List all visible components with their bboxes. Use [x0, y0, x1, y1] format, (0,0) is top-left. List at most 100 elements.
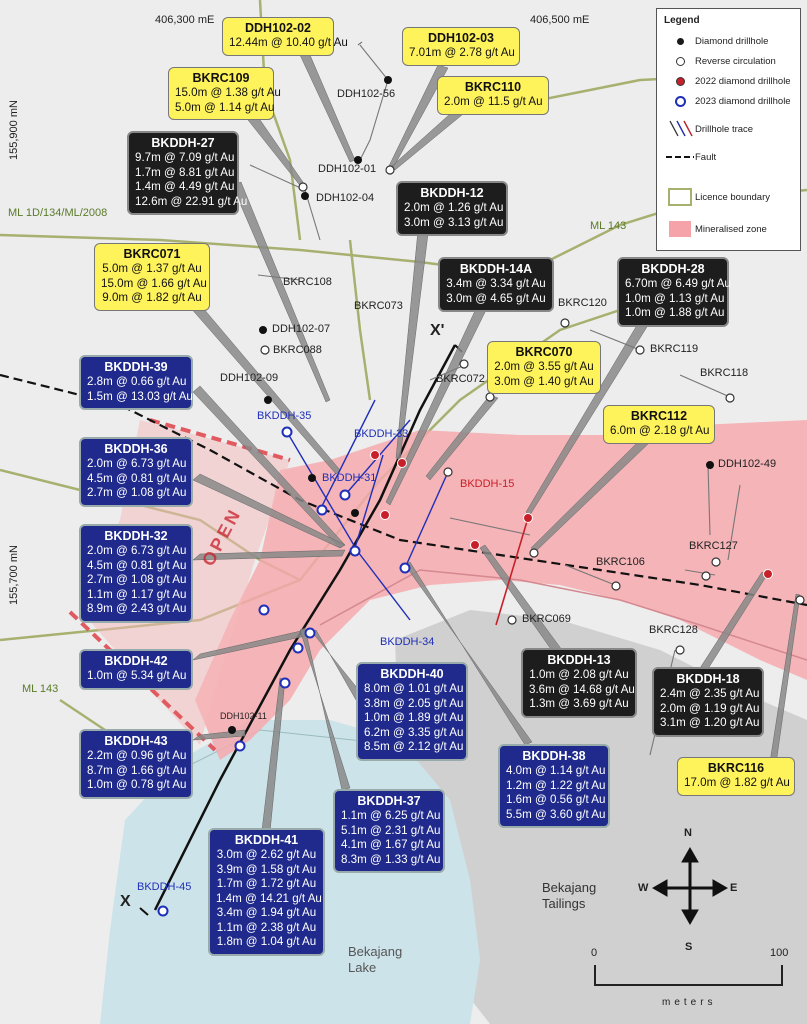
callout-intercept: 2.7m @ 1.08 g/t Au: [87, 486, 187, 499]
callout-title: BKDDH-41: [234, 833, 299, 847]
fault-line: [0, 373, 807, 607]
callout-intercept: 2.8m @ 0.66 g/t Au: [87, 375, 187, 388]
callout-title: BKDDH-14A: [459, 262, 533, 276]
callout-intercept: 3.0m @ 3.13 g/t Au: [404, 215, 504, 229]
callout-intercept: 3.4m @ 3.34 g/t Au: [446, 277, 546, 290]
hole-label: DDH102-56: [337, 88, 396, 100]
place-lake: Bekajang Lake: [348, 944, 403, 975]
grid-label-n-top: 155,900 mN: [8, 100, 20, 160]
callout-intercept: 7.01m @ 2.78 g/t Au: [409, 46, 515, 59]
hole-label-2023: BKDDH-33: [354, 428, 409, 440]
legend-item-fault: Fault: [665, 149, 716, 165]
legend-label: Reverse circulation: [695, 55, 776, 67]
callout-intercept: 6.70m @ 6.49 g/t Au: [625, 277, 731, 290]
east-label: E: [730, 882, 738, 894]
callout-intercept: 1.3m @ 3.69 g/t Au: [529, 697, 629, 710]
callout-intercept: 1.0m @ 2.08 g/t Au: [529, 668, 629, 681]
callout-intercept: 17.0m @ 1.82 g/t Au: [684, 776, 790, 789]
hole-label-2022: BKDDH-15: [460, 478, 515, 490]
hole-label: BKRC118: [700, 367, 749, 379]
west-label: W: [638, 882, 649, 894]
mineralised-zone: [195, 420, 807, 760]
callout-title: BKRC109: [192, 71, 250, 85]
callout-intercept: 3.6m @ 14.68 g/t Au: [529, 682, 635, 696]
north-label: N: [684, 827, 692, 839]
legend-label: Diamond drillhole: [695, 35, 769, 47]
callout-title: BKRC112: [630, 409, 688, 423]
callout-title: BKRC116: [707, 761, 765, 775]
callout-intercept: 1.0m @ 0.78 g/t Au: [87, 778, 187, 791]
callout-intercept: 9.7m @ 7.09 g/t Au: [135, 151, 235, 164]
callout-intercept: 3.1m @ 1.20 g/t Au: [660, 716, 760, 729]
hole-label-2023: BKDDH-31: [322, 472, 377, 484]
callout-title: DDH102-03: [427, 31, 494, 45]
callout-intercept: 1.5m @ 13.03 g/t Au: [87, 389, 193, 403]
legend-dot-icon: [675, 56, 685, 66]
callout-intercept: 2.0m @ 1.26 g/t Au: [404, 201, 504, 214]
callout-intercept: 8.5m @ 2.12 g/t Au: [364, 740, 464, 753]
callout-intercept: 5.1m @ 2.31 g/t Au: [341, 823, 441, 837]
callout-intercept: 1.1m @ 1.17 g/t Au: [87, 587, 187, 601]
callout-intercept: 8.3m @ 1.33 g/t Au: [341, 852, 441, 866]
callout-intercept: 12.44m @ 10.40 g/t Au: [229, 36, 348, 49]
scale-end: 100: [770, 947, 789, 959]
section-line: [153, 344, 457, 911]
hole-label-2023: BKDDH-45: [137, 881, 192, 893]
hole-label: DDH102-01: [318, 163, 377, 175]
hole-label: BKRC120: [558, 297, 607, 309]
callout-intercept: 3.8m @ 2.05 g/t Au: [364, 696, 464, 710]
callout-intercept: 2.0m @ 6.73 g/t Au: [87, 457, 187, 470]
licence-label-ml143-east: ML 143: [590, 220, 627, 232]
callout-intercept: 1.2m @ 1.22 g/t Au: [506, 778, 606, 792]
callout-intercept: 1.7m @ 8.81 g/t Au: [135, 165, 235, 179]
callout-title: BKDDH-18: [676, 672, 740, 686]
callout-intercept: 2.4m @ 2.35 g/t Au: [660, 687, 760, 700]
callout-intercept: 1.4m @ 4.49 g/t Au: [135, 180, 235, 193]
callout-intercept: 4.5m @ 0.81 g/t Au: [87, 558, 187, 572]
collars-2022: [370, 450, 773, 579]
callout-intercept: 2.0m @ 6.73 g/t Au: [87, 544, 187, 557]
hole-label: BKRC073: [354, 300, 403, 312]
callout-title: DDH102-02: [244, 21, 311, 35]
callout-title: BKRC070: [515, 345, 573, 359]
callout-intercept: 1.0m @ 1.13 g/t Au: [625, 291, 725, 305]
callout-title: BKDDH-27: [151, 136, 215, 150]
callout-intercept: 2.0m @ 3.55 g/t Au: [494, 360, 594, 373]
zone-inner-boundary: [319, 569, 807, 661]
callout-intercept: 8.7m @ 1.66 g/t Au: [87, 763, 187, 777]
scale-start: 0: [591, 947, 598, 959]
hole-label: BKRC088: [273, 344, 322, 356]
hole-label: BKRC072: [436, 373, 485, 385]
legend-dot-icon: [676, 37, 684, 45]
callout-title: BKDDH-42: [104, 654, 168, 668]
callout-intercept: 1.6m @ 0.56 g/t Au: [506, 793, 606, 806]
legend-label: 2022 diamond drillhole: [695, 75, 791, 87]
licence-label-ml1d: ML 1D/134/ML/2008: [8, 207, 108, 219]
section-end-label: X': [430, 322, 445, 339]
legend-label: Drillhole trace: [695, 123, 754, 135]
scale-unit: meters: [662, 997, 717, 1008]
section-start-label: X: [120, 893, 131, 910]
hole-label-2023: BKDDH-34: [380, 636, 435, 648]
callout-intercept: 5.0m @ 1.37 g/t Au: [102, 262, 202, 275]
legend-title: Legend: [664, 15, 700, 26]
hole-label: DDH102-49: [718, 458, 777, 470]
callout-title: BKDDH-40: [380, 667, 444, 681]
callout-intercept: 1.0m @ 1.89 g/t Au: [364, 711, 464, 724]
hole-label: BKRC128: [649, 624, 698, 636]
callout-intercept: 1.1m @ 2.38 g/t Au: [216, 920, 317, 934]
